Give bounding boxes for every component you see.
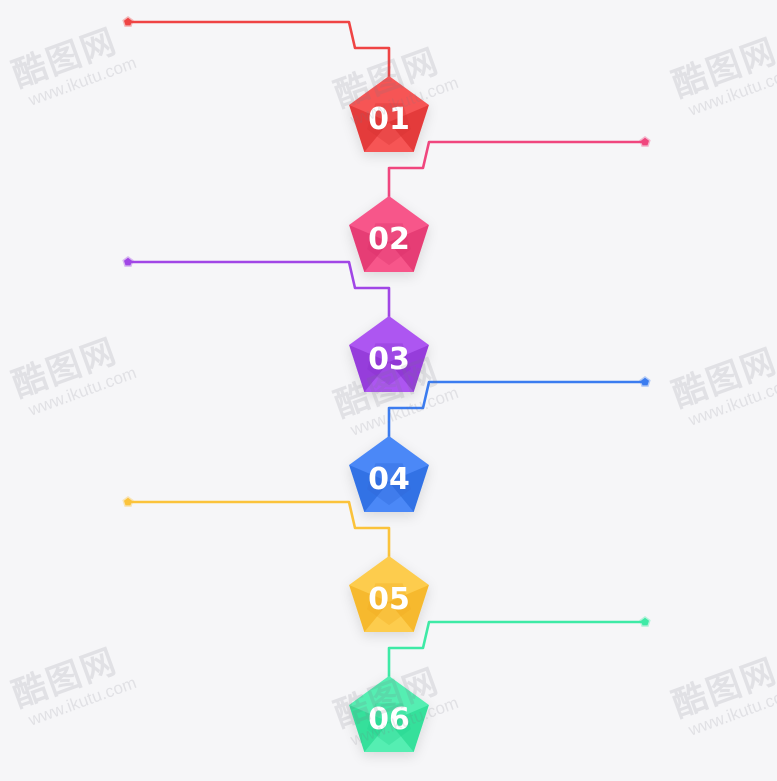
node-inner-facet	[367, 103, 411, 146]
step-label-01: 01	[368, 102, 410, 137]
step-node-06: 06	[349, 676, 429, 752]
endpoint-dot-05	[124, 497, 132, 506]
step-label-02: 02	[368, 222, 410, 257]
step-label-06: 06	[368, 702, 410, 737]
step-node-03: 03	[349, 316, 429, 392]
endpoint-dot-03	[124, 257, 132, 266]
step-node-01: 01	[349, 76, 429, 152]
step-node-05: 05	[349, 556, 429, 632]
connector-lines	[122, 16, 651, 684]
endpoint-dot-02	[641, 137, 649, 146]
connector-line-04	[387, 380, 647, 444]
connector-line-05	[126, 500, 391, 564]
step-label-05: 05	[368, 582, 410, 617]
connector-line-01	[126, 20, 391, 84]
endpoint-dot-06	[641, 617, 649, 626]
step-label-04: 04	[368, 462, 410, 497]
node-inner-facet	[367, 703, 411, 746]
connector-line-06	[387, 620, 647, 684]
step-node-04: 04	[349, 436, 429, 512]
step-node-02: 02	[349, 196, 429, 272]
endpoint-dot-01	[124, 17, 132, 26]
step-label-03: 03	[368, 342, 410, 377]
node-inner-facet	[367, 463, 411, 506]
connector-line-03	[126, 260, 391, 324]
endpoint-dot-04	[641, 377, 649, 386]
connector-line-02	[387, 140, 647, 204]
node-inner-facet	[367, 343, 411, 386]
node-inner-facet	[367, 223, 411, 266]
step-nodes: 01 02 03 04 05 06	[349, 76, 429, 752]
node-inner-facet	[367, 583, 411, 626]
